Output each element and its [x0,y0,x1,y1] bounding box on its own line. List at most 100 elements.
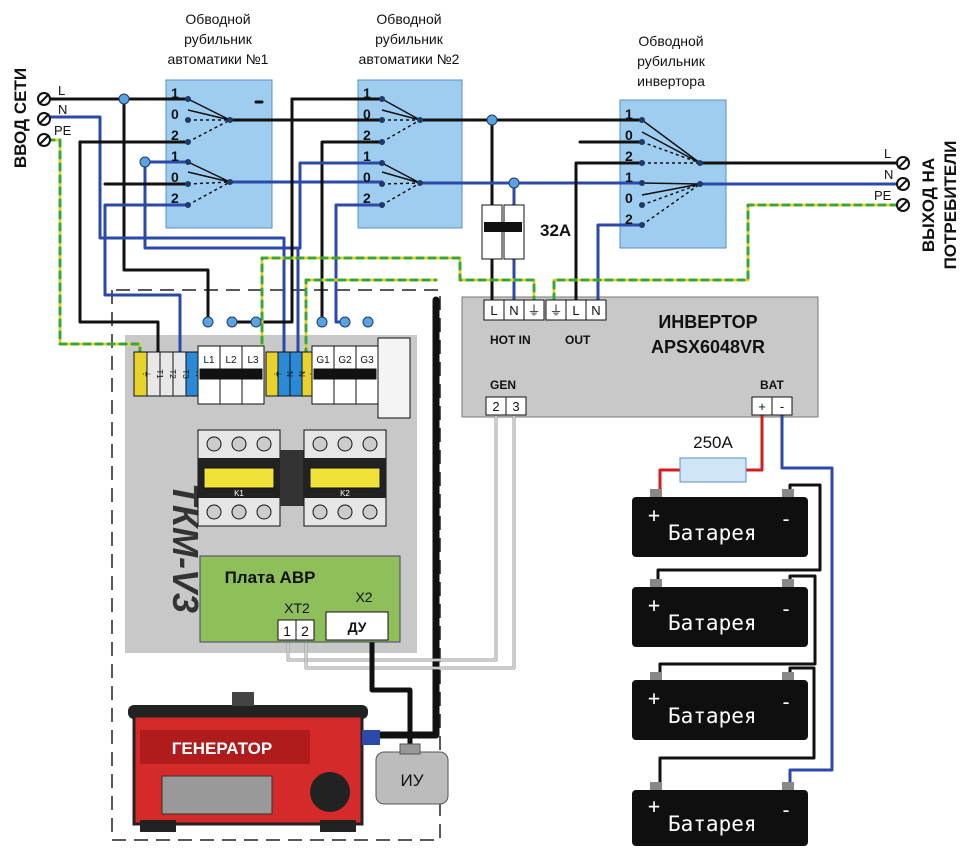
inv-term-1: L [490,303,497,318]
sw2-title-2: рубильник [375,31,444,47]
input-l-label: L [58,83,65,98]
tkm-mt-2: N [285,371,294,377]
contactor-k1 [197,429,281,527]
bat-term-box-minus [771,396,793,416]
sw2-pos-4: 1 [363,148,371,164]
sw1-pos-2: 0 [171,106,179,122]
tkm-relay-module [377,337,411,419]
tkm-mt-3: N [297,371,306,377]
tkm-mt-1: ⏚ [273,370,282,378]
tkm-lt-4: T3 [181,369,190,379]
sw3-pos-3: 2 [625,148,633,164]
battery-3-name: Батарея [668,704,757,728]
sw1-pos-4: 1 [171,148,179,164]
sw3-pos-5: 0 [625,190,633,206]
sw2-title-1: Обводной [376,11,441,27]
sw1-pos-3: 2 [171,127,179,143]
output-title-1: ВЫХОД НА [919,158,938,252]
battery-1 [632,489,808,557]
sw1-pos-6: 2 [171,190,179,206]
tkm-l2: L2 [225,355,237,366]
tkm-g2: G2 [338,355,352,366]
avr-xt2-pin-2: 2 [301,623,309,639]
battery-2-minus: - [780,597,792,621]
tkm-lt-2: T1 [155,369,164,379]
avr-x2-pin-box [325,611,389,641]
sw1-pos-1: 1 [171,85,179,101]
tkm-l-breakers [197,345,265,405]
gen-term-2: 3 [512,399,519,414]
tkm-left-terminals [133,351,200,397]
output-terminals [896,156,910,212]
fuse [679,457,747,483]
battery-2-name: Батарея [668,611,757,635]
bat-label: BAT [760,378,784,392]
sw3-title-1: Обводной [638,33,703,49]
sw1-title-1: Обводной [185,11,250,27]
generator [128,692,380,832]
hot-in-label: HOT IN [490,333,531,347]
sw1-pos-5: 0 [171,169,179,185]
sw3-title-2: рубильник [637,53,706,69]
contactor-k2-label: K2 [340,489,350,498]
bypass-switch-inverter [619,99,727,249]
inverter-model: APSX6048VR [651,337,765,357]
avr-xt2-pin-2-box [295,619,315,641]
input-terminals [37,92,51,147]
sw3-title-3: инвертора [637,73,705,89]
battery-1-minus: - [780,507,792,531]
iu-label: ИУ [400,771,423,790]
battery-1-plus: + [648,503,660,527]
battery-2-plus: + [648,593,660,617]
input-n-label: N [58,102,67,117]
generator-label: ГЕНЕРАТОР [172,739,272,758]
battery-3-plus: + [648,686,660,710]
inv-term-2: N [509,303,518,318]
breaker-32a [481,204,525,260]
battery-3 [632,672,808,740]
contactor-k2 [303,429,387,527]
sw2-pos-2: 0 [363,106,371,122]
out-label: OUT [565,333,591,347]
input-pe-label: PE [54,123,72,138]
avr-x2-label: X2 [355,589,372,605]
output-pe-label: PE [874,188,892,203]
sw2-pos-5: 0 [363,169,371,185]
tkm-g3: G3 [360,355,374,366]
battery-4-plus: + [648,794,660,818]
sw3-pos-4: 1 [625,169,633,185]
inv-term-3: ⏚ [527,303,540,318]
bat-term-minus: - [780,399,784,414]
inv-term-6: N [591,303,600,318]
sw3-pos-2: 0 [625,127,633,143]
inverter-terminal-block [483,299,607,321]
contactor-k1-label: K1 [234,489,244,498]
breaker-label: 32A [540,221,571,240]
inv-term-5: L [572,303,579,318]
tkm-g1: G1 [316,355,330,366]
tkm-l1: L1 [203,355,215,366]
tkm-lt-3: T2 [168,369,177,379]
tkm-lt-1: ⏚ [142,370,151,378]
output-title-2: ПОТРЕБИТЕЛИ [941,141,960,270]
sw2-pos-6: 2 [363,190,371,206]
bat-term-plus: + [758,399,766,414]
sw3-pos-6: 2 [625,211,633,227]
tkm-l3: L3 [247,355,259,366]
avr-xt2-label: XT2 [284,600,310,616]
bypass-switch-2 [357,79,463,229]
sw2-pos-3: 2 [363,127,371,143]
input-title: ВВОД СЕТИ [11,68,30,168]
sw2-title-3: автоматики №2 [359,51,460,67]
battery-1-name: Батарея [668,521,757,545]
gen-term-1: 2 [492,399,499,414]
sw1-title-3: автоматики №1 [168,51,269,67]
output-l-label: L [884,146,891,161]
avr-x2-pin: ДУ [348,619,367,635]
bypass-switch-1 [165,79,273,229]
sw2-pos-1: 1 [363,85,371,101]
fuse-label: 250A [693,433,733,452]
sw1-title-2: рубильник [184,31,253,47]
battery-4-minus: - [780,798,792,822]
